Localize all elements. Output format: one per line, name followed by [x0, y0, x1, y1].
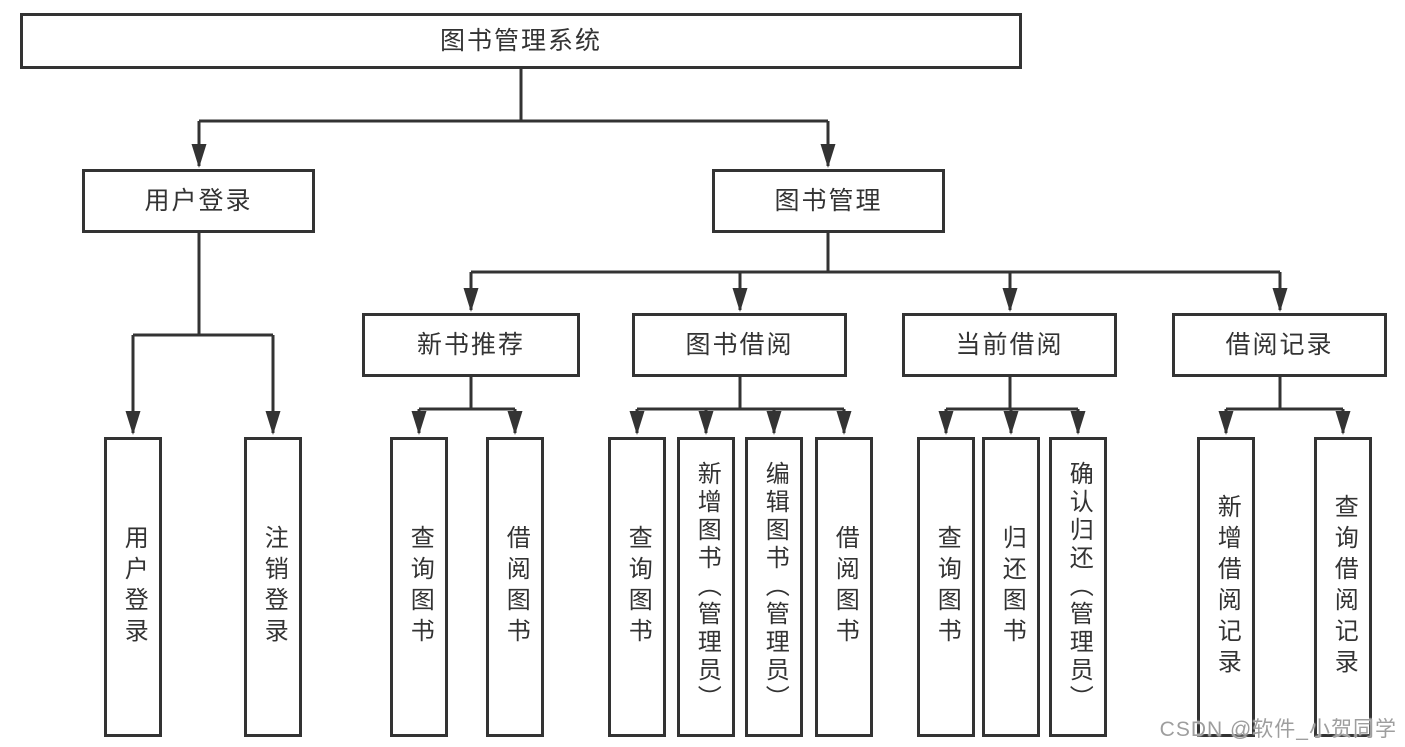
node-new-book-recommendation: 新书推荐: [362, 313, 580, 377]
node-label: 当前借阅: [955, 330, 1064, 359]
leaf-logout: 注销登录: [244, 437, 302, 737]
node-label: 图书管理: [774, 186, 883, 215]
leaf-add-book-admin: 新增图书（管理员）: [677, 437, 735, 737]
node-label: 借阅记录: [1225, 330, 1334, 359]
node-label: 图书管理系统: [439, 26, 602, 55]
leaf-edit-book-admin: 编辑图书（管理员）: [745, 437, 803, 737]
leaf-query-borrow-record: 查询借阅记录: [1314, 437, 1372, 737]
node-borrowing-records: 借阅记录: [1172, 313, 1387, 377]
leaf-label: 查询图书: [406, 525, 434, 649]
node-book-borrowing: 图书借阅: [632, 313, 847, 377]
leaf-query-books-current: 查询图书: [917, 437, 975, 737]
leaf-label: 查询借阅记录: [1330, 494, 1358, 680]
leaf-return-books: 归还图书: [982, 437, 1040, 737]
leaf-query-books-borrowing: 查询图书: [608, 437, 666, 737]
leaf-borrow-books-borrowing: 借阅图书: [815, 437, 873, 737]
leaf-label: 借阅图书: [831, 525, 859, 649]
leaf-confirm-return-admin: 确认归还（管理员）: [1049, 437, 1107, 737]
leaf-label: 新增图书（管理员）: [693, 461, 721, 713]
leaf-query-books-recommendation: 查询图书: [390, 437, 448, 737]
leaf-label: 借阅图书: [502, 525, 530, 649]
leaf-user-login: 用户登录: [104, 437, 162, 737]
leaf-label: 查询图书: [624, 525, 652, 649]
node-library-management-system: 图书管理系统: [20, 13, 1022, 69]
node-label: 用户登录: [144, 186, 253, 215]
leaf-add-borrow-record: 新增借阅记录: [1197, 437, 1255, 737]
node-label: 新书推荐: [416, 330, 525, 359]
node-user-login: 用户登录: [82, 169, 315, 233]
leaf-label: 编辑图书（管理员）: [761, 461, 789, 713]
node-current-borrowing: 当前借阅: [902, 313, 1117, 377]
node-label: 图书借阅: [685, 330, 794, 359]
leaf-label: 确认归还（管理员）: [1065, 461, 1093, 713]
csdn-watermark: CSDN @软件_小贺同学: [1159, 718, 1397, 741]
leaf-label: 查询图书: [933, 525, 961, 649]
leaf-label: 归还图书: [998, 525, 1026, 649]
leaf-label: 注销登录: [260, 525, 288, 649]
leaf-borrow-books-recommendation: 借阅图书: [486, 437, 544, 737]
node-book-management: 图书管理: [712, 169, 945, 233]
leaf-label: 用户登录: [120, 525, 148, 649]
leaf-label: 新增借阅记录: [1213, 494, 1241, 680]
